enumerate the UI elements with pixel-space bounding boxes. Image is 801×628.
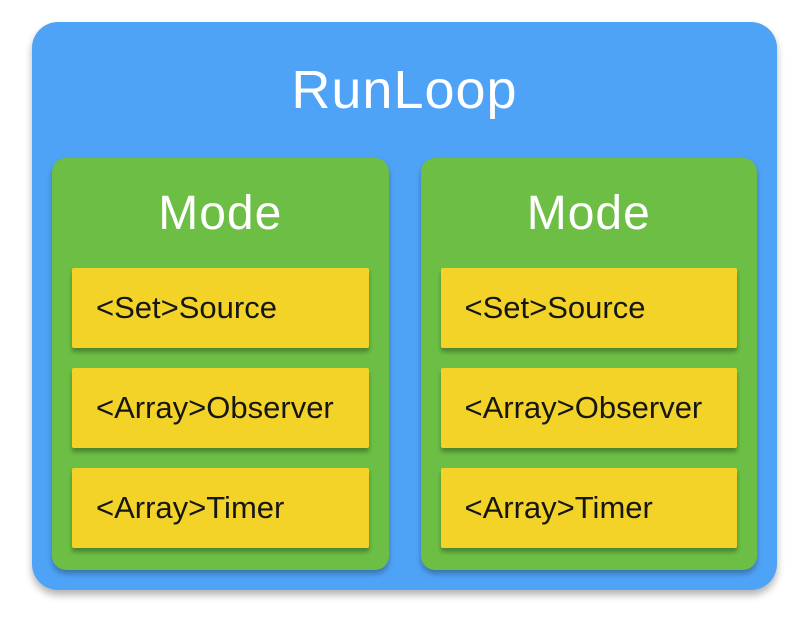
mode-item-array-timer: <Array>Timer <box>440 468 737 548</box>
mode-item-set-source: <Set>Source <box>72 268 369 348</box>
mode-item-array-timer: <Array>Timer <box>72 468 369 548</box>
runloop-title: RunLoop <box>291 60 518 120</box>
runloop-container: RunLoop Mode <Set>Source <Array>Observer… <box>32 22 777 590</box>
mode-box-right: Mode <Set>Source <Array>Observer <Array>… <box>420 158 757 570</box>
mode-title: Mode <box>526 186 651 240</box>
mode-item-array-observer: <Array>Observer <box>72 368 369 448</box>
mode-box-left: Mode <Set>Source <Array>Observer <Array>… <box>52 158 389 570</box>
mode-item-set-source: <Set>Source <box>440 268 737 348</box>
modes-row: Mode <Set>Source <Array>Observer <Array>… <box>52 158 757 570</box>
mode-title: Mode <box>158 186 283 240</box>
mode-item-array-observer: <Array>Observer <box>440 368 737 448</box>
